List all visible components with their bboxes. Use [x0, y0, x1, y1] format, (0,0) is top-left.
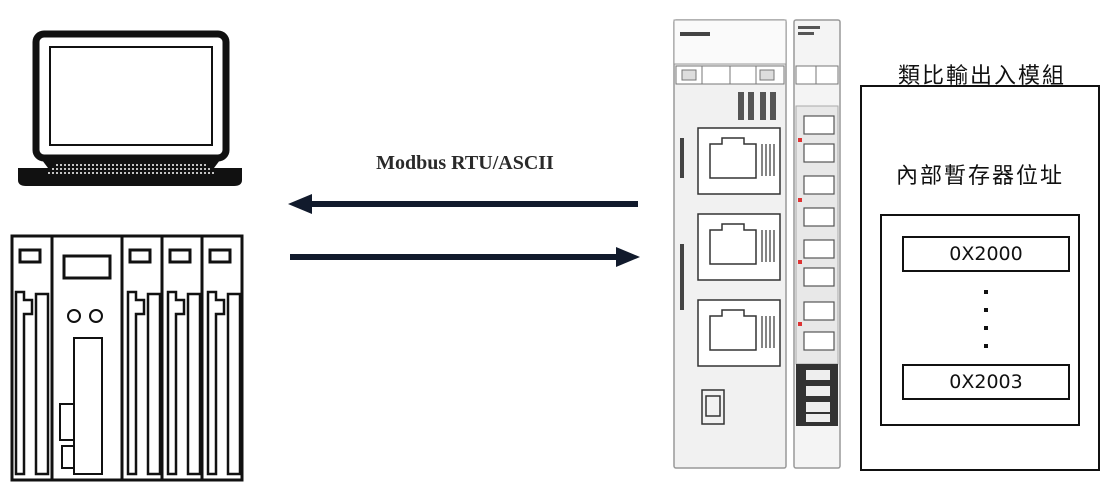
protocol-label: Modbus RTU/ASCII [376, 152, 554, 174]
arrow-to-computer [288, 194, 638, 214]
module-frame [860, 85, 1100, 471]
register-frame [880, 214, 1080, 426]
module-title: 類比輸出入模組 [897, 64, 1066, 89]
ellipsis-dot [984, 290, 988, 294]
ellipsis-dot [984, 326, 988, 330]
ellipsis-dot [984, 308, 988, 312]
controller-module-icon [673, 19, 787, 469]
ellipsis-dot [984, 344, 988, 348]
arrow-to-module [290, 247, 640, 267]
address-start: 0X2000 [902, 236, 1070, 272]
register-title: 內部暫存器位址 [895, 164, 1064, 189]
plc-rack-icon [10, 234, 244, 482]
address-end: 0X2003 [902, 364, 1070, 400]
laptop-icon [18, 30, 242, 186]
analog-io-module-icon [793, 19, 841, 469]
